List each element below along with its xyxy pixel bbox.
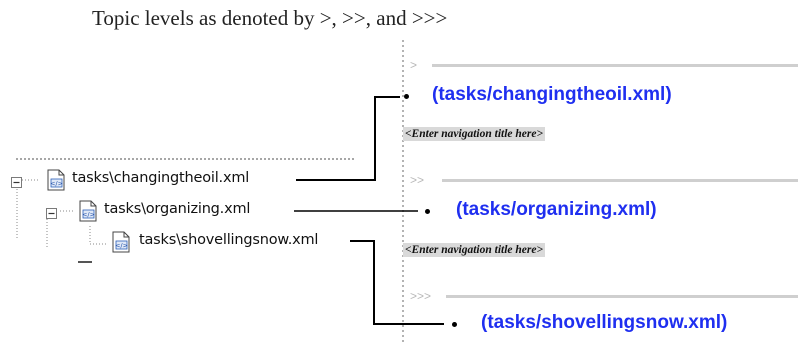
level-rule-2	[442, 179, 798, 182]
svg-text:</>: </>	[50, 180, 63, 188]
topic-title-organizing[interactable]: (tasks/organizing.xml)	[456, 199, 657, 220]
connector-changingtheoil	[296, 96, 400, 181]
level-rule-3	[446, 295, 798, 298]
xml-file-icon: </>	[111, 231, 130, 253]
tree-item-shovellingsnow[interactable]: tasks\shovellingsnow.xml	[139, 232, 319, 248]
xml-file-icon: </>	[78, 200, 97, 222]
topic-title-changingtheoil[interactable]: (tasks/changingtheoil.xml)	[432, 84, 672, 105]
connector-shovellingsnow	[350, 240, 444, 325]
svg-text:</>: </>	[82, 211, 95, 219]
svg-text:</>: </>	[115, 242, 128, 250]
tree-item-organizing[interactable]: tasks\organizing.xml	[104, 201, 251, 217]
nav-title-placeholder[interactable]: <Enter navigation title here>	[403, 243, 546, 257]
topic-title-shovellingsnow[interactable]: (tasks/shovellingsnow.xml)	[481, 312, 728, 333]
nav-title-placeholder[interactable]: <Enter navigation title here>	[403, 127, 546, 141]
level-marker-2: >>	[410, 173, 425, 187]
topic-bullet	[425, 209, 430, 214]
level-rule-1	[432, 64, 798, 67]
xml-file-icon: </>	[46, 169, 65, 191]
level-marker-3: >>>	[410, 289, 432, 303]
tree-item-changingtheoil[interactable]: tasks\changingtheoil.xml	[72, 170, 250, 186]
topic-bullet	[404, 94, 409, 99]
collapse-minus-icon[interactable]	[46, 206, 57, 219]
diagram-caption: Topic levels as denoted by >, >>, and >>…	[92, 6, 448, 30]
collapse-minus-icon[interactable]	[11, 175, 22, 188]
topic-bullet	[452, 322, 457, 327]
level-marker-1: >	[410, 58, 418, 72]
